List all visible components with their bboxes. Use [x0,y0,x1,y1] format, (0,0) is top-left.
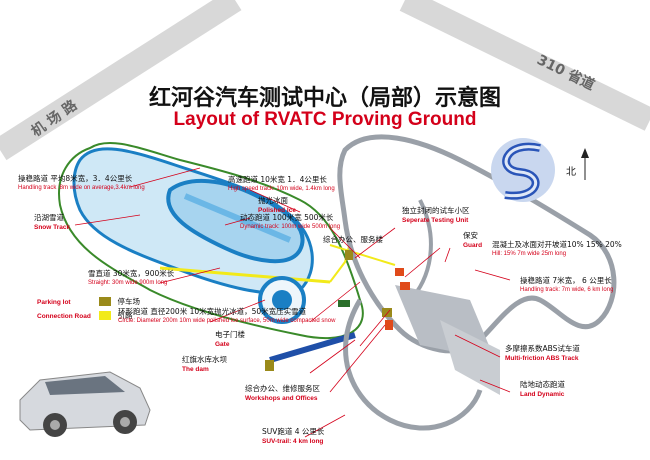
leader-lines [74,167,511,438]
provincial-road [399,0,650,131]
label-circle: 环形跑道 直径200米 10米宽抛光冰道，50米宽压实雪道 Circle: Di… [118,307,336,325]
label-abs-en: Multi-friction ABS Track [505,354,579,362]
label-gate: 电子门楼 Gate [215,330,245,348]
label-snow-track: 沿湖雪道 Snow Track [34,213,71,231]
label-dam-cn: 红旗水库水坝 [182,355,227,364]
label-handling-track-8-en: Handling track :8m wide on average,3.4km… [18,184,145,191]
label-snow-road-en: Straight: 30m wide 900m long [88,279,168,286]
label-dam-en: The dam [182,365,209,373]
label-polished-ice: 抛光冰面 Polished Ice [258,196,296,214]
handling-track-loop [337,134,617,354]
label-snow-road-cn: 雪直道 30米宽，900米长 [88,269,175,278]
north-arrow-icon [581,148,589,180]
label-circle-cn: 环形跑道 直径200米 10米宽抛光冰道，50米宽压实雪道 [118,307,307,316]
label-land-dynamic-en: Land Dynamic [520,390,565,398]
label-workshops-en: Workshops and Offices [245,394,318,402]
label-abs: 多摩擦系数ABS试车道 Multi-friction ABS Track [505,344,580,362]
legend-connection-cn: 引路 [117,311,133,320]
label-polished-ice-cn: 抛光冰面 [258,196,288,205]
rvatc-logo [491,138,555,202]
snow-straight [159,266,331,284]
connection-road-2 [329,244,396,266]
label-snow-road: 雪直道 30米宽，900米长 Straight: 30m wide 900m l… [88,269,175,287]
suv-car-image [19,371,151,437]
label-handling-track-7-en: Handling track: 7m wide, 6 km long [520,286,614,293]
label-circle-en: Circle: Diameter 200m 10m wide polished … [118,317,336,324]
land-dynamic-pad [440,320,500,395]
label-handling-track-8: 操稳路道 平均8米宽，3．4公里长 Handling track :8m wid… [18,174,145,192]
label-dynamic-track-cn: 动态跑道 100米宽 500米长 [240,213,334,222]
north-label: 北 [566,167,576,178]
suv-trail [343,298,483,431]
guard-house [400,282,410,290]
label-suv: SUV跑道 4 公里长 SUV-trail: 4 km long [262,427,325,445]
label-guard-en: Guard [463,241,483,249]
parking-lot-3 [265,360,274,371]
workshop-building [385,320,393,330]
connection-road-1 [329,241,351,283]
label-snow-track-cn: 沿湖雪道 [34,213,64,222]
label-highway: 高速跑道 10米宽 1．4公里长 High speed track: 10m w… [228,175,335,193]
label-separate-testing-en: Seperate Testing Unit [402,216,469,224]
label-abs-cn: 多摩擦系数ABS试车道 [505,344,580,353]
label-dam: 红旗水库水坝 The dam [182,355,227,373]
label-guard: 保安 Guard [463,231,483,249]
legend-parking: Parking lot 停车场 [37,296,140,307]
label-guard-cn: 保安 [463,231,478,240]
label-offices-cn: 综合办公、服务楼 [323,235,383,244]
polished-ice-straight [183,193,292,243]
circle-track-ice [272,290,292,310]
parking-lot-2 [382,308,392,317]
gate-building [338,300,350,307]
legend-connection: Connection Road 引路 [37,310,132,321]
parking-lot-1 [345,250,353,260]
label-highway-en: High speed track: 10m wide, 1.4km long [228,185,335,192]
legend-parking-en: Parking lot [37,298,71,306]
label-suv-en: SUV-trail: 4 km long [262,437,324,445]
legend-parking-cn: 停车场 [117,297,140,306]
label-land-dynamic-cn: 陆地动态跑道 [520,380,565,389]
label-workshops: 综合办公、维修服务区 Workshops and Offices [245,384,320,402]
label-offices: 综合办公、服务楼 [323,235,383,245]
label-gate-cn: 电子门楼 [215,330,245,339]
label-handling-track-7-cn: 操稳路道 7米宽， 6 公里长 [520,276,612,285]
map-title-en: Layout of RVATC Proving Ground [173,109,477,130]
legend-parking-swatch [99,297,112,306]
office-building [395,268,404,276]
label-hill-en: Hill: 15% 7m wide 25m long [492,250,567,257]
airport-road [0,0,242,161]
label-snow-track-en: Snow Track [34,223,71,231]
map-title-cn: 红河谷汽车测试中心（局部）示意图 [148,86,501,111]
label-gate-en: Gate [215,340,230,348]
label-suv-cn: SUV跑道 4 公里长 [262,427,325,436]
label-workshops-cn: 综合办公、维修服务区 [245,384,320,393]
red-flag-dam [269,332,356,363]
legend-connection-en: Connection Road [37,312,91,320]
label-hill-cn: 混凝土及冰面对开坡道10% 15% 20% [492,240,622,249]
label-separate-testing: 独立封闭的试车小区 Seperate Testing Unit [402,206,470,224]
label-separate-testing-cn: 独立封闭的试车小区 [402,206,470,215]
label-dynamic-track-en: Dynamic track: 100m wide 500m long [240,223,341,230]
green-perimeter-road [58,141,364,340]
label-land-dynamic: 陆地动态跑道 Land Dynamic [520,380,565,398]
label-handling-track-7: 操稳路道 7米宽， 6 公里长 Handling track: 7m wide,… [520,276,614,294]
label-hill: 混凝土及冰面对开坡道10% 15% 20% Hill: 15% 7m wide … [492,240,622,258]
legend-connection-swatch [99,311,112,320]
label-dynamic-track: 动态跑道 100米宽 500米长 Dynamic track: 100m wid… [240,213,341,231]
label-handling-track-8-cn: 操稳路道 平均8米宽，3．4公里长 [18,174,133,183]
label-highway-cn: 高速跑道 10米宽 1．4公里长 [228,175,327,184]
label-polished-ice-en: Polished Ice [258,206,296,214]
